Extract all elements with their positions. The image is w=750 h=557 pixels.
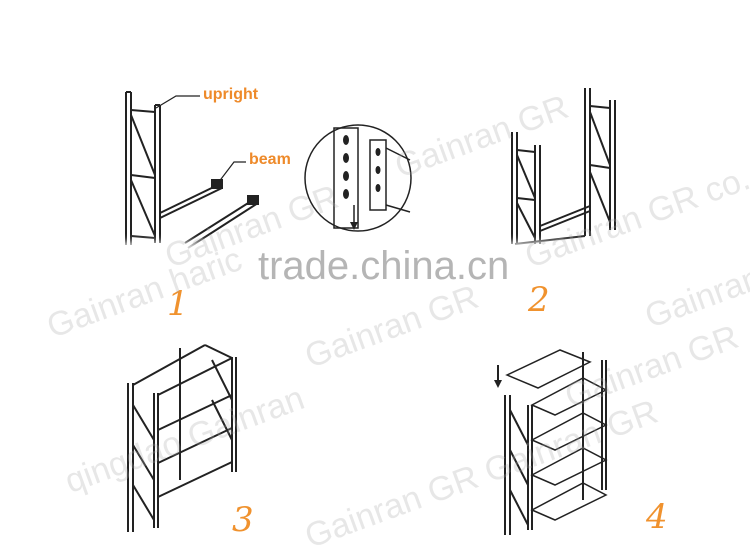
step-number-3: 3 [232,500,254,540]
step-number-4: 4 [646,497,668,537]
step2-left-upright [511,132,541,244]
step3-frame [127,344,237,532]
step-number-1: 1 [167,284,189,324]
fog-band [110,242,630,268]
beam-label: beam [249,151,291,168]
step1-beams [159,179,259,249]
step-number-2: 2 [528,280,550,320]
step2-beams [514,205,591,245]
upright-label: upright [203,86,259,103]
step2-right-upright [584,88,616,236]
connector-detail [304,124,412,232]
step1-leader-lines [155,95,246,184]
step4-shelving [494,349,608,535]
step1-upright-frame [125,91,161,245]
